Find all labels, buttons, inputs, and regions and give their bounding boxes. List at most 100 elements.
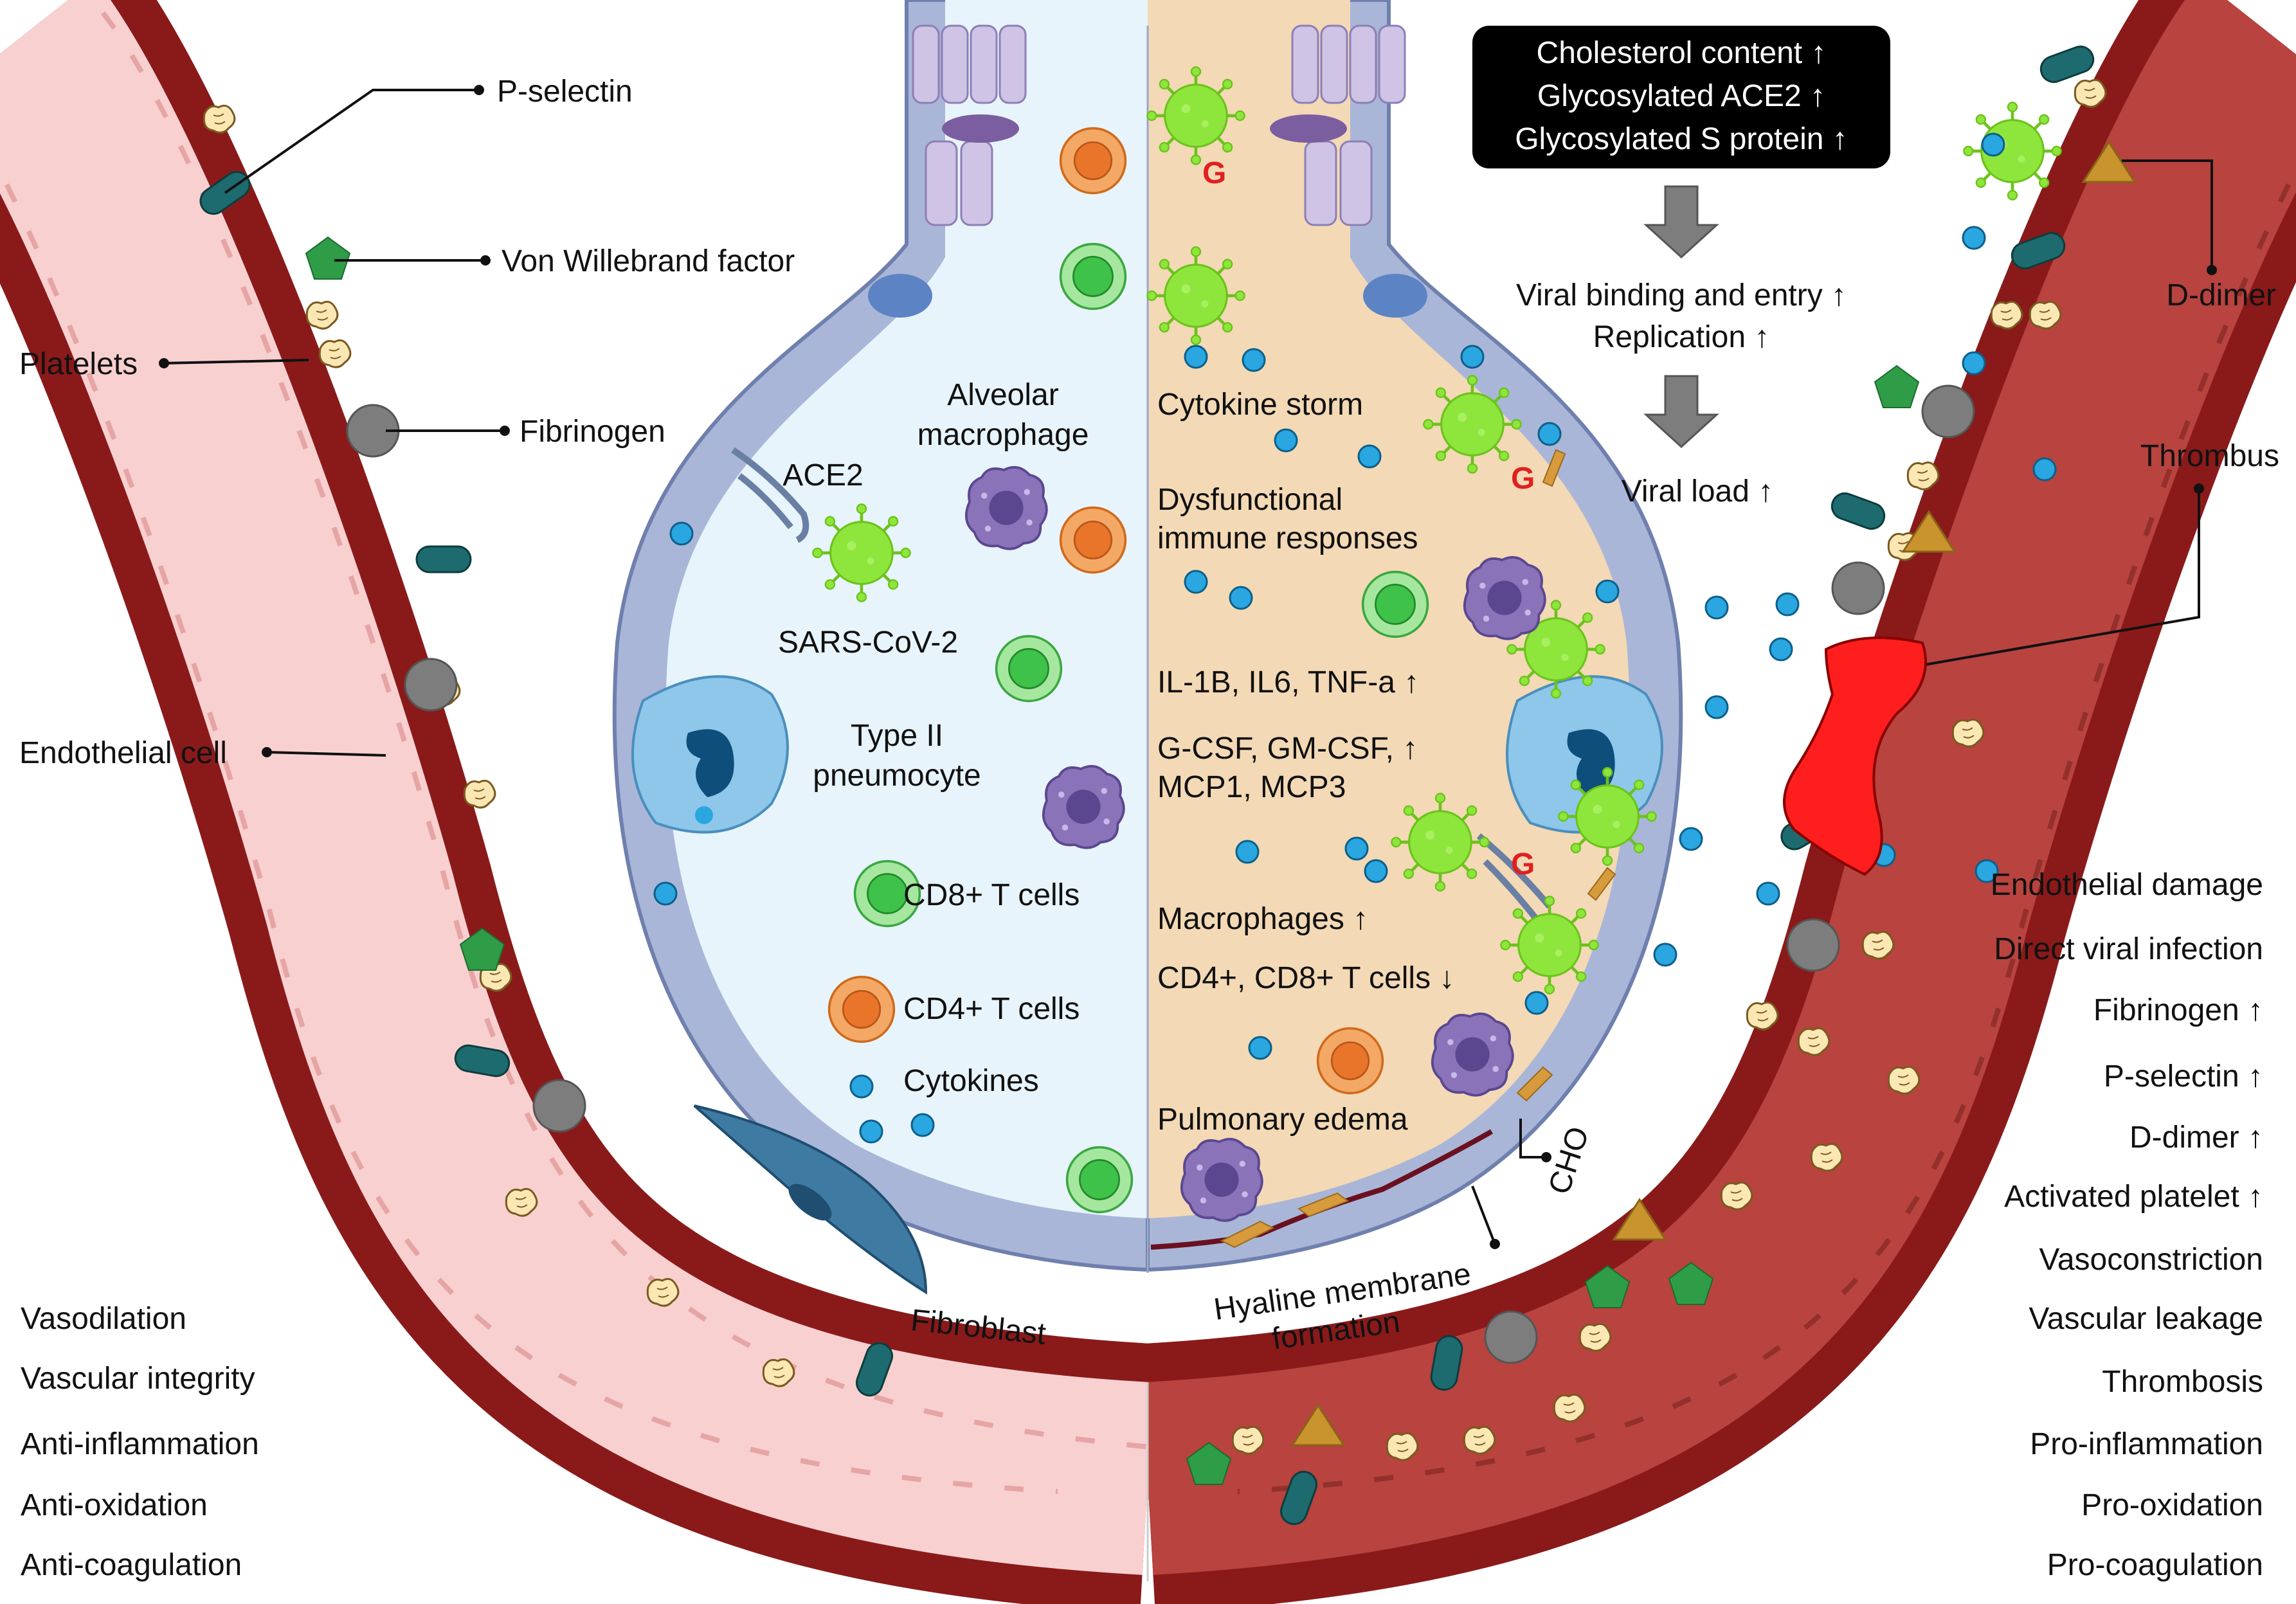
cytokine-icon <box>1524 991 1549 1015</box>
fibrinogen-sphere-icon <box>1921 384 1975 438</box>
effect-left-3: Anti-oxidation <box>21 1488 208 1522</box>
macrophage-icon <box>1180 1137 1263 1222</box>
label-type-ii: Type II <box>851 719 943 753</box>
label-gcsf: G-CSF, GM-CSF, ↑ <box>1157 732 1418 766</box>
label-alveolar: Alveolar <box>947 378 1058 412</box>
t-cell-icon <box>1065 1146 1134 1214</box>
info-line-cholesterol: Cholesterol content ↑ <box>1537 36 1827 70</box>
selectin-capsule-icon <box>415 545 472 573</box>
virus-icon <box>1501 896 1598 993</box>
cytokine-icon <box>1274 428 1298 453</box>
label-sars-cov-2: SARS-CoV-2 <box>778 626 958 660</box>
cytokine-icon <box>1756 881 1780 906</box>
selectin-capsule-icon <box>2036 42 2098 87</box>
label-ace2: ACE2 <box>782 458 863 492</box>
cytokine-icon <box>849 1074 874 1099</box>
t-cell-icon <box>1059 506 1127 574</box>
label-pneumocyte: pneumocyte <box>813 759 981 793</box>
platelet-icon <box>463 779 496 809</box>
t-cell-icon <box>1316 1027 1384 1095</box>
label-immune-responses: immune responses <box>1157 521 1418 555</box>
platelet-icon <box>305 300 339 330</box>
macrophage-icon <box>1463 555 1546 640</box>
t-cell-icon <box>1059 242 1127 311</box>
cytokine-icon <box>1653 942 1677 967</box>
label-d-dimer: D-dimer <box>2166 278 2276 312</box>
macrophage-icon <box>964 465 1048 550</box>
effect-right-1: Direct viral infection <box>1994 932 2263 966</box>
platelet-icon <box>203 104 236 134</box>
cytokine-icon <box>1460 345 1485 369</box>
cytokine-icon <box>1704 695 1729 719</box>
glycosylation-marker: G <box>1511 462 1535 496</box>
cytokine-icon <box>1704 595 1729 620</box>
glycosylation-marker: G <box>1511 847 1535 881</box>
glycosylation-marker: G <box>1202 156 1226 190</box>
fibrinogen-sphere-icon <box>532 1079 586 1133</box>
virus-icon <box>1964 102 2061 199</box>
effect-left-4: Anti-coagulation <box>21 1548 242 1582</box>
arrow-down-icon <box>1643 185 1719 259</box>
effect-right-0: Endothelial damage <box>1991 868 2263 902</box>
macrophage-icon <box>1042 764 1125 849</box>
alveolus <box>612 0 1683 1295</box>
label-tcells: CD4+, CD8+ T cells ↓ <box>1157 961 1454 995</box>
label-cytokine-storm: Cytokine storm <box>1157 388 1363 422</box>
effect-right-5: Activated platelet ↑ <box>2004 1180 2263 1214</box>
cytokine-icon <box>1184 345 1208 369</box>
cytokine-icon <box>1962 226 1986 250</box>
platelet-icon <box>318 339 352 368</box>
cytokine-icon <box>1357 444 1382 469</box>
effect-right-6: Vasoconstriction <box>2039 1243 2263 1277</box>
vwf-pentagon-icon <box>305 237 350 280</box>
label-dysfunctional: Dysfunctional <box>1157 483 1342 517</box>
effect-right-11: Pro-coagulation <box>2047 1548 2263 1582</box>
thrombus-icon <box>1783 636 1927 876</box>
cytokine-icon <box>1962 351 1986 375</box>
macrophage-icon <box>1431 1012 1514 1097</box>
info-line-ace2: Glycosylated ACE2 ↑ <box>1537 79 1825 113</box>
cytokine-icon <box>1775 592 1800 617</box>
effect-left-0: Vasodilation <box>21 1302 186 1336</box>
effect-left-2: Anti-inflammation <box>21 1427 259 1461</box>
effect-right-7: Vascular leakage <box>2029 1302 2263 1336</box>
info-box <box>1472 26 1890 168</box>
cytokine-icon <box>1229 586 1253 610</box>
flow-viral-binding: Viral binding and entry ↑ <box>1516 278 1847 312</box>
label-thrombus: Thrombus <box>2140 439 2279 473</box>
fibrinogen-sphere-icon <box>1484 1310 1538 1364</box>
virus-icon <box>1147 67 1244 164</box>
label-cytokines: Cytokines <box>903 1064 1039 1098</box>
cytokine-icon <box>1242 348 1266 372</box>
effect-right-2: Fibrinogen ↑ <box>2093 993 2263 1027</box>
label-endothelial: Endothelial cell <box>19 736 227 770</box>
label-edema: Pulmonary edema <box>1157 1103 1408 1137</box>
effect-right-8: Thrombosis <box>2102 1365 2263 1399</box>
selectin-capsule-icon <box>1827 489 1889 534</box>
cytokine-icon <box>859 1119 883 1144</box>
t-cell-icon <box>1361 570 1429 638</box>
label-p-selectin: P-selectin <box>497 75 633 109</box>
label-cd4: CD4+ T cells <box>903 992 1080 1026</box>
t-cell-icon <box>827 975 896 1043</box>
cytokine-icon <box>1769 637 1793 662</box>
cytokine-icon <box>1537 422 1562 446</box>
vwf-pentagon-icon <box>1874 365 1919 408</box>
cytokine-icon <box>669 521 694 546</box>
label-fibrinogen: Fibrinogen <box>520 415 665 449</box>
flow-replication: Replication ↑ <box>1593 320 1770 354</box>
label-vwf: Von Willebrand factor <box>502 244 795 278</box>
cytokine-icon <box>910 1113 935 1137</box>
info-line-s-protein: Glycosylated S protein ↑ <box>1515 122 1848 156</box>
virus-icon <box>1391 793 1488 890</box>
t-cell-icon <box>995 635 1063 703</box>
effect-left-1: Vascular integrity <box>21 1362 255 1396</box>
cytokine-icon <box>1595 579 1620 604</box>
virus-icon <box>1424 375 1521 473</box>
label-cd8: CD8+ T cells <box>903 878 1080 912</box>
cytokine-icon <box>1235 840 1260 864</box>
label-mcp: MCP1, MCP3 <box>1157 770 1346 804</box>
label-macrophage: macrophage <box>917 418 1089 452</box>
cytokine-icon <box>1344 836 1369 861</box>
